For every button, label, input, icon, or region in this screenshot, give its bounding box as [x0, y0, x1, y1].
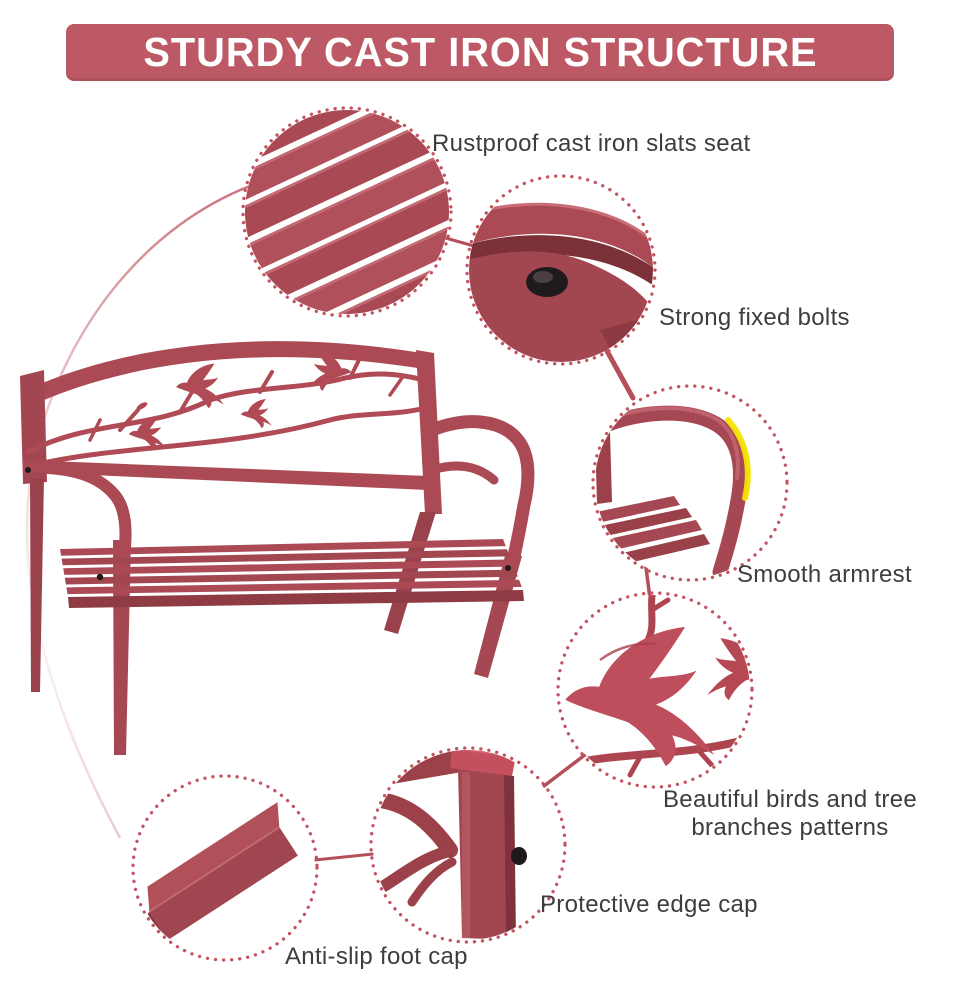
armrest-seat-slats	[596, 496, 710, 566]
header-title: STURDY CAST IRON STRUCTURE	[142, 29, 818, 75]
label-slats-seat: Rustproof cast iron slats seat	[432, 130, 751, 157]
bench-back-bottom-rail	[23, 460, 428, 490]
dotted-ring	[591, 384, 789, 582]
label-armrest: Smooth armrest	[737, 561, 912, 588]
label-fixed-bolts: Strong fixed bolts	[659, 304, 850, 331]
bench-left-post	[20, 370, 47, 484]
dotted-ring	[241, 106, 453, 318]
bench	[20, 341, 535, 755]
callout-circle-edge-cap	[369, 746, 567, 944]
yellow-highlight-arc	[725, 417, 751, 501]
bench-right-armrest	[425, 415, 535, 572]
label-foot-cap: Anti-slip foot cap	[285, 943, 468, 970]
edge-cap-bolt	[511, 847, 527, 865]
label-edge-cap: Protective edge cap	[540, 891, 758, 918]
header-banner: STURDY CAST IRON STRUCTURE	[66, 24, 894, 81]
dotted-ring	[465, 174, 657, 366]
bench-bolt	[505, 565, 511, 571]
bench-backrest-pattern	[25, 351, 428, 469]
decorative-sweep-line	[25, 184, 251, 839]
callout-circle-fixed-bolts	[465, 174, 657, 366]
bench-left-armrest	[42, 462, 132, 568]
dotted-ring	[369, 746, 567, 944]
bench-front-left-leg	[113, 540, 131, 755]
label-birds-pattern: Beautiful birds and tree branches patter…	[662, 786, 918, 842]
bench-rear-left-leg	[30, 478, 44, 692]
bench-bolt	[96, 573, 104, 581]
callout-circle-armrest	[591, 384, 789, 582]
callout-circle-birds-pattern	[556, 591, 754, 789]
callout-circle-foot-cap	[131, 774, 319, 962]
dotted-ring	[556, 591, 754, 789]
bench-right-armrest-support	[427, 461, 499, 485]
bench-bolt	[25, 467, 31, 473]
dotted-ring	[131, 774, 319, 962]
bench-seat-slats	[60, 539, 524, 608]
